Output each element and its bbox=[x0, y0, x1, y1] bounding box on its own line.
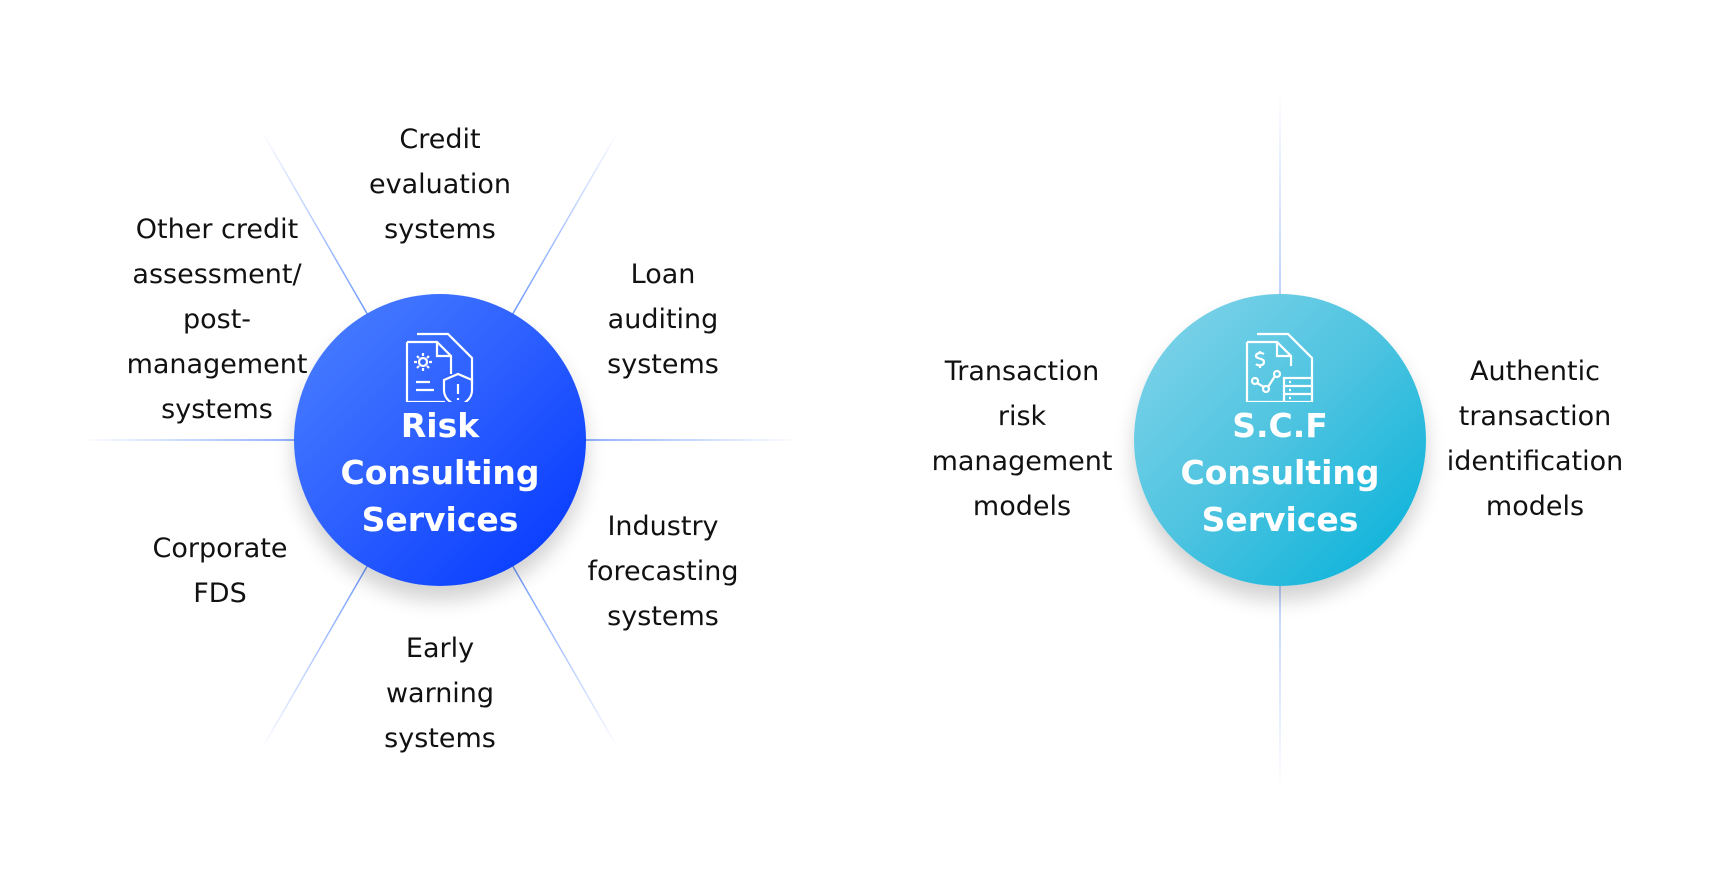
title-line: Services bbox=[1201, 500, 1359, 539]
label-line: warning bbox=[385, 678, 495, 709]
label-line: forecasting bbox=[587, 556, 739, 587]
label-line: auditing bbox=[607, 304, 719, 335]
label-line: FDS bbox=[193, 578, 247, 609]
label-line: risk bbox=[997, 401, 1047, 432]
title-line: Consulting bbox=[340, 453, 540, 492]
label-line: Other credit bbox=[135, 214, 299, 245]
early-warning-label: Early warning systems bbox=[384, 626, 496, 761]
authentic-transaction-label: Authentic transaction identification mod… bbox=[1447, 349, 1624, 529]
label-line: Loan bbox=[630, 259, 696, 290]
label-line: transaction bbox=[1458, 401, 1612, 432]
transaction-risk-label: Transaction risk management models bbox=[932, 349, 1113, 529]
label-line: evaluation bbox=[368, 169, 512, 200]
risk-title: Risk Consulting Services bbox=[340, 402, 539, 543]
label-line: management bbox=[931, 446, 1113, 477]
label-line: management bbox=[126, 349, 308, 380]
label-line: identification bbox=[1446, 446, 1624, 477]
label-line: systems bbox=[384, 214, 496, 245]
label-line: Credit bbox=[399, 124, 481, 155]
label-line: models bbox=[1485, 491, 1585, 522]
credit-evaluation-label: Credit evaluation systems bbox=[369, 117, 511, 252]
label-line: models bbox=[972, 491, 1072, 522]
title-line: Services bbox=[361, 500, 519, 539]
risk-consulting-circle: Risk Consulting Services bbox=[294, 294, 586, 586]
title-line: Risk bbox=[400, 406, 480, 445]
label-line: Corporate bbox=[152, 533, 288, 564]
corporate-fds-label: Corporate FDS bbox=[153, 526, 288, 616]
document-dollar-chart-server-icon bbox=[1245, 332, 1314, 402]
document-gear-shield-icon bbox=[405, 332, 474, 402]
label-line: post- bbox=[182, 304, 252, 335]
label-line: Industry bbox=[607, 511, 719, 542]
title-line: S.C.F bbox=[1232, 406, 1328, 445]
label-line: systems bbox=[607, 601, 719, 632]
title-line: Consulting bbox=[1180, 453, 1380, 492]
label-line: systems bbox=[607, 349, 719, 380]
label-line: Transaction bbox=[944, 356, 1100, 387]
label-line: assessment/ bbox=[132, 259, 302, 290]
other-credit-assessment-label: Other credit assessment/ post- managemen… bbox=[127, 207, 308, 432]
label-line: systems bbox=[384, 723, 496, 754]
loan-auditing-label: Loan auditing systems bbox=[607, 252, 719, 387]
industry-forecasting-label: Industry forecasting systems bbox=[588, 504, 739, 639]
label-line: Authentic bbox=[1470, 356, 1600, 387]
label-line: systems bbox=[161, 394, 273, 425]
label-line: Early bbox=[405, 633, 475, 664]
scf-consulting-circle: S.C.F Consulting Services bbox=[1134, 294, 1426, 586]
scf-title: S.C.F Consulting Services bbox=[1180, 402, 1379, 543]
